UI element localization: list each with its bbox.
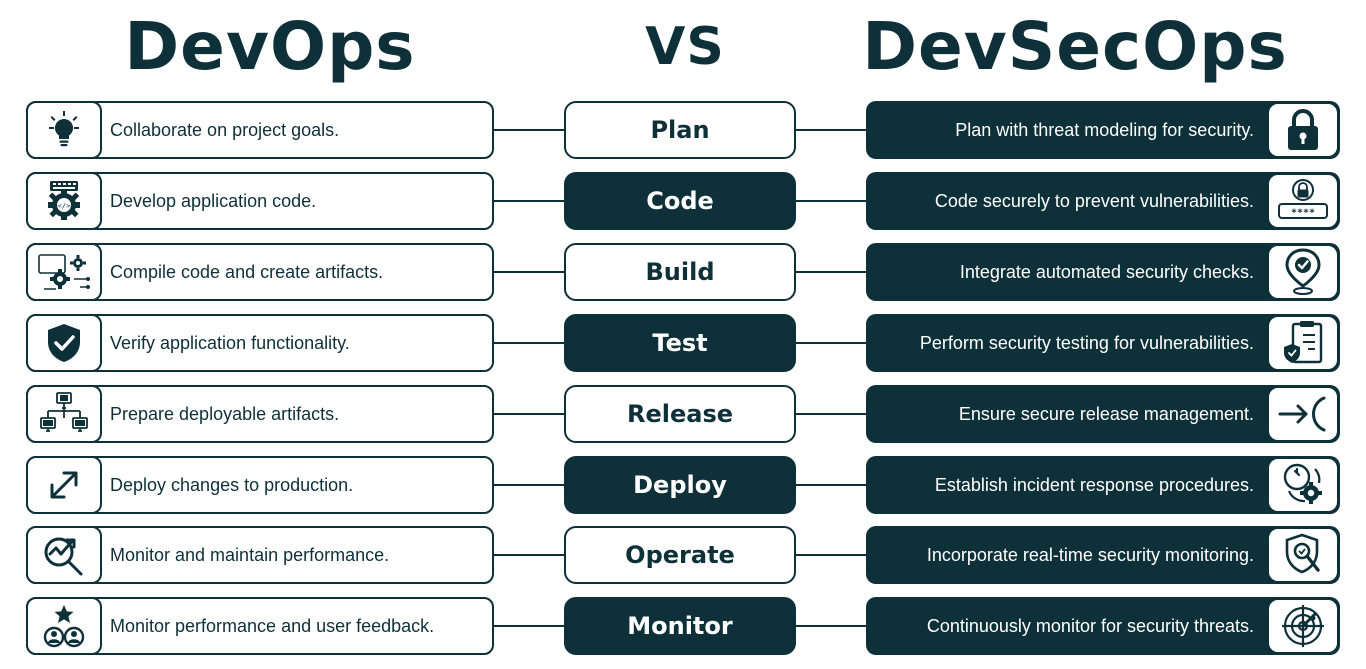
arrow-release-icon bbox=[1266, 384, 1340, 443]
comparison-row-deploy: Deploy changes to production. Deploy Estab… bbox=[0, 455, 1366, 514]
comparison-row-plan: Collaborate on project goals. Plan Plan wi… bbox=[0, 101, 1366, 159]
magnifier-chart-icon bbox=[26, 526, 102, 585]
devops-description: Develop application code. bbox=[110, 190, 317, 211]
comparison-row-release: Prepare deployable artifacts. Release Ensu… bbox=[0, 384, 1366, 443]
svg-text:</>: </> bbox=[58, 202, 71, 210]
expand-arrows-icon bbox=[26, 455, 102, 514]
vs-title: VS bbox=[645, 17, 725, 77]
password-mask-text: **** bbox=[1291, 207, 1315, 218]
comparison-row-test: Verify application functionality. Test Per… bbox=[0, 313, 1366, 372]
devsecops-card: Ensure secure release management. bbox=[866, 384, 1340, 443]
devops-card: </> Develop application code. bbox=[26, 171, 494, 230]
stage-pill-test: Test bbox=[564, 313, 796, 372]
devsecops-description: Integrate automated security checks. bbox=[959, 261, 1254, 282]
connector-line bbox=[794, 129, 868, 131]
connector-line bbox=[492, 625, 566, 628]
comparison-row-build: Compile code and create artifacts. Build I… bbox=[0, 242, 1366, 301]
devsecops-card: Perform security testing for vulnerabili… bbox=[866, 313, 1340, 372]
devsecops-card: Plan with threat modeling for security. bbox=[866, 101, 1340, 159]
connector-line bbox=[492, 341, 566, 344]
connector-line bbox=[794, 199, 868, 202]
location-check-icon bbox=[1266, 242, 1340, 301]
devops-description: Monitor performance and user feedback. bbox=[110, 616, 435, 637]
devops-card: Monitor performance and user feedback. bbox=[26, 597, 494, 656]
devsecops-description: Establish incident response procedures. bbox=[934, 474, 1254, 495]
devops-description: Verify application functionality. bbox=[110, 332, 350, 353]
comparison-row-operate: Monitor and maintain performance. Operate… bbox=[0, 526, 1366, 585]
lightbulb-icon bbox=[26, 101, 102, 159]
network-computers-icon bbox=[26, 384, 102, 443]
devops-card: Prepare deployable artifacts. bbox=[26, 384, 494, 443]
stage-pill-plan: Plan bbox=[564, 101, 796, 159]
devsecops-card: Establish incident response procedures. bbox=[866, 455, 1340, 514]
devsecops-title: DevSecOps bbox=[862, 8, 1288, 85]
devsecops-card: Continuously monitor for security threat… bbox=[866, 597, 1340, 656]
connector-line bbox=[492, 270, 566, 273]
devops-description: Compile code and create artifacts. bbox=[110, 261, 384, 282]
devops-description: Monitor and maintain performance. bbox=[110, 545, 390, 566]
devsecops-description: Incorporate real-time security monitorin… bbox=[926, 545, 1254, 566]
code-gear-icon: </> bbox=[26, 171, 102, 230]
gears-build-icon bbox=[26, 242, 102, 301]
clipboard-shield-icon bbox=[1266, 313, 1340, 372]
devops-description: Collaborate on project goals. bbox=[110, 120, 340, 140]
devops-card: Monitor and maintain performance. bbox=[26, 526, 494, 585]
connector-line bbox=[492, 412, 566, 415]
devsecops-description: Code securely to prevent vulnerabilities… bbox=[934, 190, 1254, 211]
devops-description: Deploy changes to production. bbox=[110, 474, 354, 495]
padlock-icon bbox=[1266, 101, 1340, 159]
stage-pill-code: Code bbox=[564, 171, 796, 230]
connector-line bbox=[794, 412, 868, 415]
incident-gear-icon bbox=[1266, 455, 1340, 514]
devops-card: Compile code and create artifacts. bbox=[26, 242, 494, 301]
connector-line bbox=[492, 483, 566, 486]
stage-pill-deploy: Deploy bbox=[564, 455, 796, 514]
connector-line bbox=[492, 554, 566, 557]
shield-search-icon bbox=[1266, 526, 1340, 585]
connector-line bbox=[794, 554, 868, 557]
stage-pill-release: Release bbox=[564, 384, 796, 443]
stage-pill-operate: Operate bbox=[564, 526, 796, 585]
devops-description: Prepare deployable artifacts. bbox=[110, 403, 340, 424]
stage-pill-monitor: Monitor bbox=[564, 597, 796, 656]
shield-check-icon bbox=[26, 313, 102, 372]
connector-line bbox=[794, 341, 868, 344]
devsecops-description: Plan with threat modeling for security. bbox=[955, 120, 1254, 140]
devops-card: Verify application functionality. bbox=[26, 313, 494, 372]
connector-line bbox=[492, 129, 566, 131]
devsecops-description: Perform security testing for vulnerabili… bbox=[919, 332, 1254, 353]
stage-pill-build: Build bbox=[564, 242, 796, 301]
devops-card: Collaborate on project goals. bbox=[26, 101, 494, 159]
connector-line bbox=[794, 483, 868, 486]
connector-line bbox=[492, 199, 566, 202]
devops-title: DevOps bbox=[124, 8, 416, 85]
connector-line bbox=[794, 625, 868, 628]
devsecops-card: Integrate automated security checks. bbox=[866, 242, 1340, 301]
comparison-row-code: </> Develop application code. Code Code sec… bbox=[0, 171, 1366, 230]
devsecops-description: Continuously monitor for security threat… bbox=[926, 616, 1254, 637]
users-star-icon bbox=[26, 597, 102, 656]
devsecops-card: Code securely to prevent vulnerabilities… bbox=[866, 171, 1340, 230]
radar-target-icon bbox=[1266, 597, 1340, 656]
devsecops-description: Ensure secure release management. bbox=[958, 403, 1254, 424]
comparison-row-monitor: Monitor performance and user feedback. Mo… bbox=[0, 597, 1366, 656]
devsecops-card: Incorporate real-time security monitorin… bbox=[866, 526, 1340, 585]
connector-line bbox=[794, 270, 868, 273]
password-lock-icon: **** bbox=[1266, 171, 1340, 230]
devops-card: Deploy changes to production. bbox=[26, 455, 494, 514]
